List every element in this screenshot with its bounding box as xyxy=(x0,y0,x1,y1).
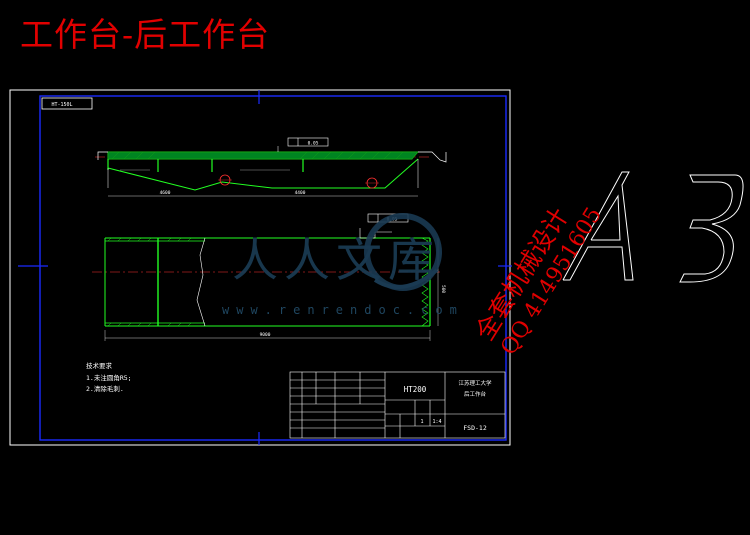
tb-drawing-no: FSD-12 xyxy=(463,424,487,432)
watermark-url: www.renrendoc.com xyxy=(222,303,464,317)
tb-scale: 1:4 xyxy=(432,419,441,425)
sheet-border xyxy=(9,89,511,446)
tb-material: HT200 xyxy=(404,385,427,394)
tech-req-line-1: 1.未注圆角R5; xyxy=(86,373,132,382)
parallel-value: 0.05 xyxy=(387,217,398,223)
bottom-web xyxy=(107,158,419,191)
title-block xyxy=(289,371,506,439)
dim-top-right: 4400 xyxy=(295,190,306,196)
frame-code-box xyxy=(41,97,93,110)
flatness-value: 0.05 xyxy=(308,141,319,147)
tb-qty: 1 xyxy=(420,419,423,425)
top-plate xyxy=(107,151,419,160)
frame-code-text: HT-150L xyxy=(51,102,72,108)
dim-height: 500 xyxy=(440,285,446,293)
tb-school: 江苏理工大学 xyxy=(458,379,492,387)
tech-req-line-2: 2.清除毛刺. xyxy=(86,384,124,393)
tb-part-name: 后工作台 xyxy=(464,390,487,398)
tech-req-heading: 技术要求 xyxy=(86,361,113,370)
page-title: 工作台-后工作台 xyxy=(20,15,271,54)
watermark-text: 人人文库 xyxy=(232,233,440,287)
dim-top-left: 4600 xyxy=(160,190,171,196)
flatness-frame xyxy=(287,137,329,147)
sheet-size-glyph xyxy=(562,171,744,283)
drawing-frame xyxy=(39,95,507,441)
dim-overall-length: 9000 xyxy=(260,332,271,338)
